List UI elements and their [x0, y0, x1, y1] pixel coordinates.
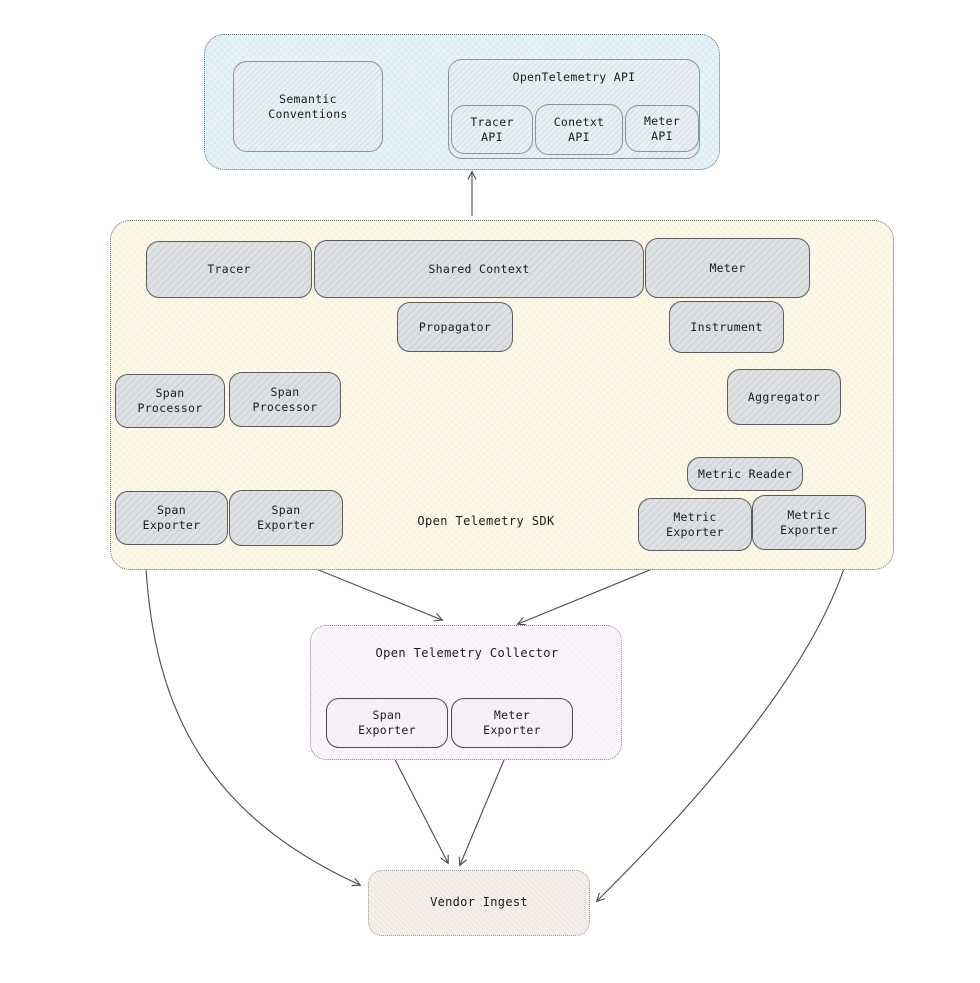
- aggregator-label: Aggregator: [747, 389, 821, 404]
- metric-exporter-2-label: Metric Exporter: [780, 507, 838, 537]
- node-span-processor-2: Span Processor: [229, 372, 341, 427]
- edge-metric-exporter-2-to-vendor-ingest: [597, 551, 850, 901]
- shared-context-label: Shared Context: [428, 261, 530, 276]
- node-metric-exporter-1: Metric Exporter: [638, 498, 752, 551]
- collector-title: Open Telemetry Collector: [375, 646, 559, 660]
- api-section-container: Semantic Conventions OpenTelemetry API T…: [204, 34, 720, 170]
- node-span-exporter-1: Span Exporter: [115, 491, 228, 545]
- node-instrument: Instrument: [669, 301, 784, 353]
- node-shared-context: Shared Context: [314, 240, 644, 298]
- node-metric-exporter-2: Metric Exporter: [752, 495, 866, 550]
- span-exporter-2-label: Span Exporter: [257, 503, 315, 532]
- node-collector-span-exporter: Span Exporter: [326, 698, 448, 748]
- metric-exporter-1-label: Metric Exporter: [666, 509, 724, 539]
- node-aggregator: Aggregator: [727, 369, 841, 425]
- edge-collector-meter-exporter-to-vendor-ingest: [460, 747, 510, 865]
- meter-api-label: Meter API: [643, 113, 681, 143]
- semantic-conventions-label: Semantic Conventions: [268, 91, 348, 121]
- node-semantic-conventions: Semantic Conventions: [233, 61, 383, 152]
- collector-meter-exporter-label: Meter Exporter: [483, 708, 541, 737]
- node-conetxt-api: Conetxt API: [535, 104, 623, 155]
- opentelemetry-api-title: OpenTelemetry API: [512, 70, 636, 84]
- node-tracer: Tracer: [146, 241, 312, 298]
- conetxt-api-label: Conetxt API: [553, 114, 605, 144]
- propagator-label: Propagator: [418, 319, 492, 334]
- span-processor-2-label: Span Processor: [252, 384, 318, 414]
- span-exporter-1-label: Span Exporter: [142, 503, 201, 532]
- node-meter-api: Meter API: [625, 105, 699, 152]
- tracer-label: Tracer: [207, 262, 251, 277]
- span-processor-1-label: Span Processor: [137, 386, 203, 415]
- vendor-ingest-label: Vendor Ingest: [430, 895, 528, 910]
- meter-label: Meter: [709, 260, 746, 275]
- collector-span-exporter-label: Span Exporter: [358, 708, 416, 737]
- node-tracer-api: Tracer API: [451, 105, 533, 154]
- instrument-label: Instrument: [690, 319, 763, 334]
- sdk-section-label: Open Telemetry SDK: [417, 514, 555, 528]
- node-vendor-ingest: Vendor Ingest: [368, 870, 590, 936]
- metric-reader-label: Metric Reader: [698, 466, 792, 481]
- collector-section-container: Open Telemetry Collector Span Exporter M…: [310, 625, 622, 760]
- node-span-processor-1: Span Processor: [115, 374, 225, 428]
- edge-collector-span-exporter-to-vendor-ingest: [388, 747, 448, 863]
- node-span-exporter-2: Span Exporter: [229, 490, 343, 546]
- sdk-section-container: Tracer Shared Context Meter Propagator I…: [110, 220, 894, 570]
- tracer-api-label: Tracer API: [470, 114, 514, 144]
- node-metric-reader: Metric Reader: [687, 457, 803, 491]
- node-propagator: Propagator: [397, 302, 513, 352]
- node-collector-meter-exporter: Meter Exporter: [451, 698, 573, 748]
- node-meter: Meter: [645, 238, 810, 298]
